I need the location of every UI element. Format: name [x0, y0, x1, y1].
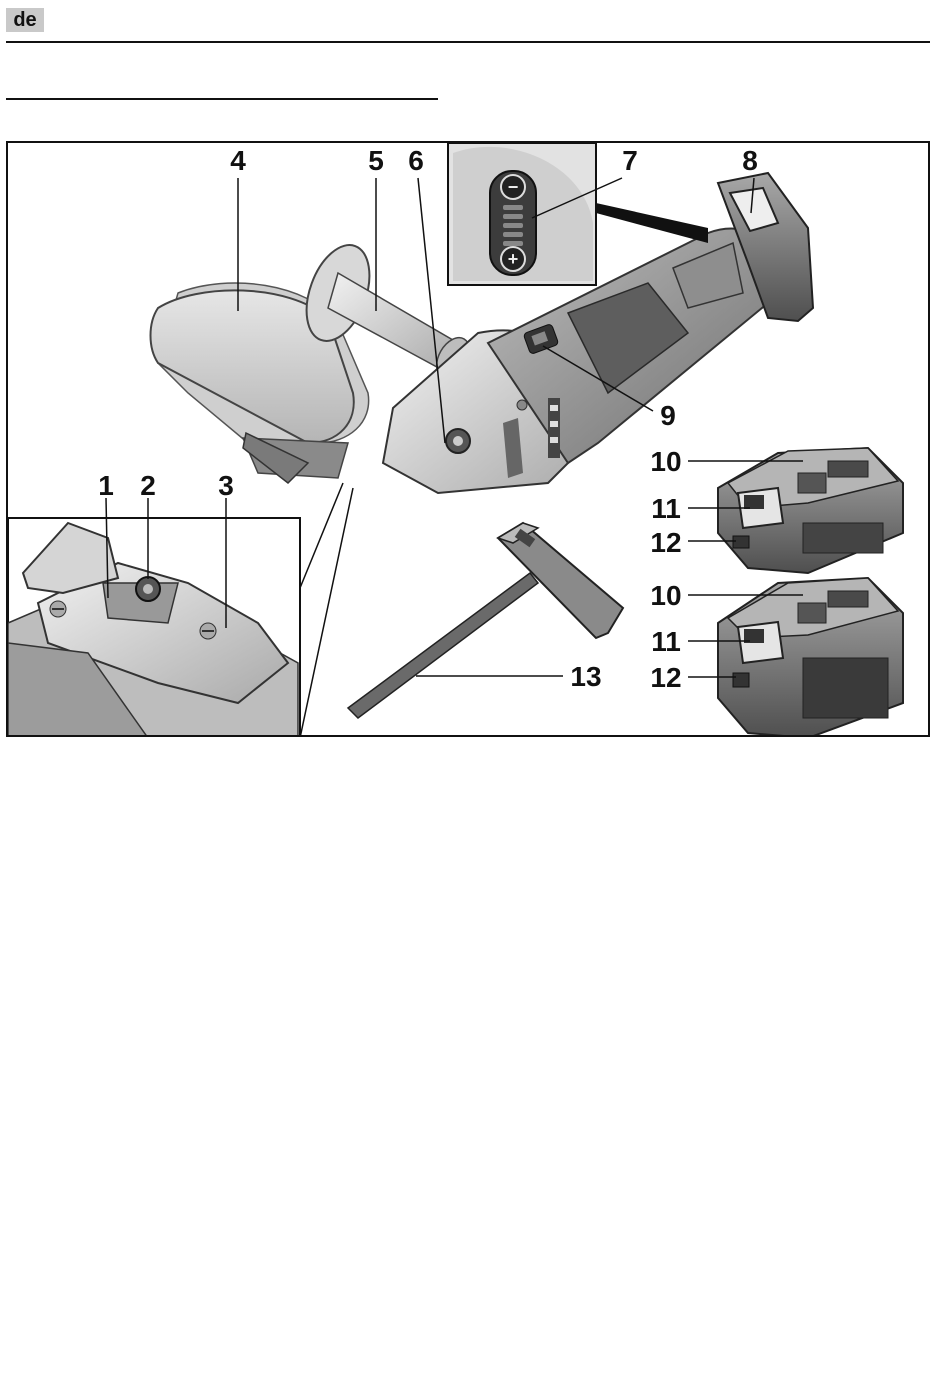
language-tag: de — [6, 8, 44, 32]
callout-9: 9 — [660, 400, 676, 431]
callout-12: 12 — [650, 527, 681, 558]
battery-pack-small — [718, 448, 903, 573]
callout-1: 1 — [98, 470, 114, 501]
callout-8: 8 — [742, 145, 758, 176]
callout-7: 7 — [622, 145, 638, 176]
svg-text:+: + — [508, 249, 519, 269]
section-rule — [6, 98, 438, 100]
callout-10: 10 — [650, 446, 681, 477]
callout-13: 13 — [570, 661, 601, 692]
callout-2: 2 — [140, 470, 156, 501]
callout-3: 3 — [218, 470, 234, 501]
callout-10-large: 10 — [650, 580, 681, 611]
header-rule — [6, 41, 930, 43]
callout-4: 4 — [230, 145, 246, 176]
callout-11-large: 11 — [651, 626, 681, 657]
callout-6: 6 — [408, 145, 424, 176]
svg-text:−: − — [508, 177, 519, 197]
product-illustration: − + — [6, 141, 930, 737]
spindle-lock-inset — [8, 518, 300, 735]
illustration-svg: − + — [8, 143, 928, 735]
callout-12-large: 12 — [650, 662, 681, 693]
battery-pack-large — [718, 578, 903, 735]
callout-5: 5 — [368, 145, 384, 176]
callout-11: 11 — [651, 493, 681, 524]
